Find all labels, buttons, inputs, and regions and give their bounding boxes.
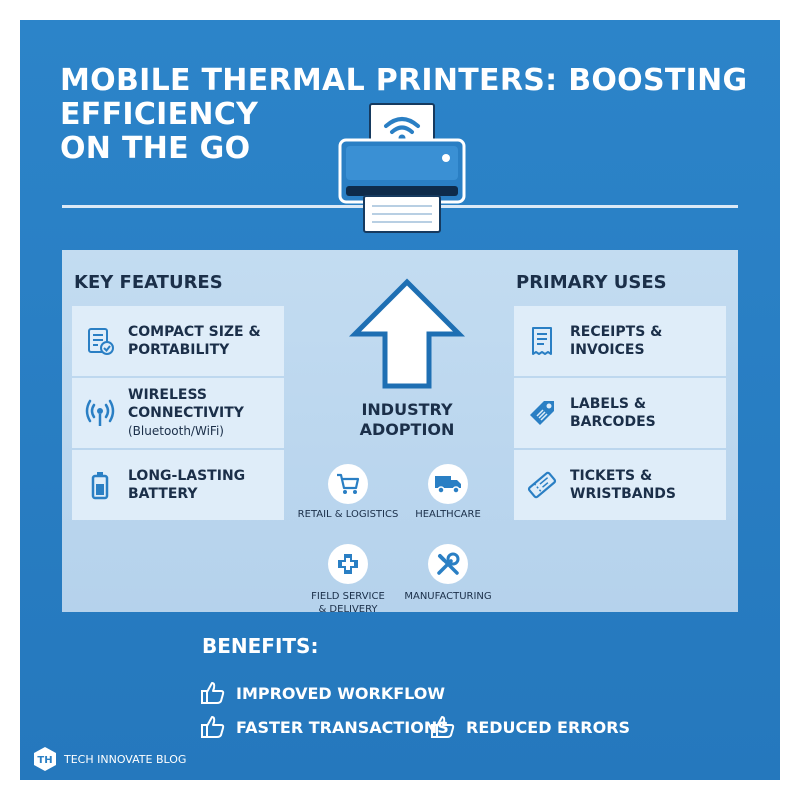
page-title: MOBILE THERMAL PRINTERS: BOOSTING EFFICI… bbox=[60, 63, 748, 166]
field-service-line-2: & DELIVERY bbox=[318, 604, 378, 615]
benefit-label: IMPROVED WORKFLOW bbox=[236, 683, 446, 703]
infographic-poster: MOBILE THERMAL PRINTERS: BOOSTING EFFICI… bbox=[20, 20, 780, 780]
feature-label: PORTABILITY bbox=[128, 342, 230, 358]
use-label: WRISTBANDS bbox=[570, 486, 676, 502]
medical-cross-icon bbox=[338, 554, 358, 574]
list-item-compact-size: COMPACT SIZE & PORTABILITY bbox=[72, 306, 284, 376]
list-item-labels: LABELS & BARCODES bbox=[514, 378, 726, 448]
brand-name: TECH INNOVATE BLOG bbox=[64, 752, 187, 766]
adoption-title-line-1: INDUSTRY bbox=[361, 400, 453, 419]
field-service-line-1: FIELD SERVICE bbox=[311, 591, 385, 602]
use-label: RECEIPTS & bbox=[570, 324, 663, 340]
benefit-label: FASTER TRANSACTIONS bbox=[236, 717, 449, 737]
tag-icon bbox=[530, 401, 554, 425]
thumbs-up-icon bbox=[431, 716, 455, 738]
list-item-tickets: TICKETS & WRISTBANDS bbox=[514, 450, 726, 520]
industry-label-field-service: FIELD SERVICE & DELIVERY bbox=[294, 590, 402, 616]
wrench-screwdriver-icon bbox=[437, 552, 460, 575]
feature-label: LONG-LASTING bbox=[128, 468, 246, 484]
benefits-heading: BENEFITS: bbox=[202, 634, 319, 658]
feature-label: BATTERY bbox=[128, 486, 198, 502]
wireless-signal-icon bbox=[85, 399, 115, 426]
list-item-receipts: RECEIPTS & INVOICES bbox=[514, 306, 726, 376]
use-label: BARCODES bbox=[570, 414, 656, 430]
benefit-item: IMPROVED WORKFLOW bbox=[200, 680, 445, 706]
use-label: TICKETS & bbox=[570, 468, 653, 484]
shopping-cart-icon bbox=[337, 473, 360, 494]
feature-label: COMPACT SIZE & bbox=[128, 324, 261, 340]
checklist-document-icon bbox=[88, 328, 114, 355]
primary-uses-heading: PRIMARY USES bbox=[516, 272, 667, 293]
industry-icon-retail bbox=[328, 464, 368, 504]
benefit-label: REDUCED ERRORS bbox=[466, 717, 631, 737]
adoption-title-line-2: ADOPTION bbox=[359, 420, 455, 439]
list-item-battery: LONG-LASTING BATTERY bbox=[72, 450, 284, 520]
title-line-2: EFFICIENCY bbox=[60, 97, 259, 132]
brand-footer: TH TECH INNOVATE BLOG bbox=[32, 746, 186, 772]
wifi-printer-icon bbox=[338, 103, 466, 233]
feature-sublabel: (Bluetooth/WiFi) bbox=[128, 424, 224, 438]
benefit-item: REDUCED ERRORS bbox=[430, 714, 630, 740]
thumbs-up-icon bbox=[201, 682, 225, 704]
industry-label-retail: RETAIL & LOGISTICS bbox=[297, 509, 399, 520]
list-item-wireless: WIRELESS CONNECTIVITY (Bluetooth/WiFi) bbox=[72, 378, 284, 448]
feature-label: CONNECTIVITY bbox=[128, 405, 244, 421]
battery-icon bbox=[91, 472, 109, 500]
title-line-1: MOBILE THERMAL PRINTERS: BOOSTING bbox=[60, 63, 748, 98]
main-panel: KEY FEATURES COMPACT SIZE & PORTABILITY bbox=[62, 250, 738, 615]
brand-logo-icon: TH bbox=[34, 747, 56, 771]
industry-label-manufacturing: MANUFACTURING bbox=[404, 591, 492, 602]
industry-icon-field-service bbox=[328, 544, 368, 584]
industry-icon-manufacturing bbox=[428, 544, 468, 584]
title-line-3: ON THE GO bbox=[60, 131, 251, 166]
thumbs-up-icon bbox=[201, 716, 225, 738]
benefit-item: FASTER TRANSACTIONS bbox=[200, 714, 449, 740]
receipt-icon bbox=[532, 327, 552, 355]
brand-logo-text: TH bbox=[37, 755, 52, 766]
use-label: LABELS & bbox=[570, 396, 647, 412]
industry-icon-healthcare bbox=[428, 464, 468, 504]
ticket-icon bbox=[527, 471, 557, 499]
industry-adoption-title: INDUSTRY ADOPTION bbox=[332, 400, 482, 440]
up-arrow-icon bbox=[348, 278, 466, 389]
industry-label-healthcare: HEALTHCARE bbox=[415, 509, 481, 520]
use-label: INVOICES bbox=[570, 342, 645, 358]
key-features-heading: KEY FEATURES bbox=[74, 272, 223, 293]
delivery-truck-icon bbox=[435, 476, 461, 494]
feature-label: WIRELESS bbox=[128, 387, 208, 403]
